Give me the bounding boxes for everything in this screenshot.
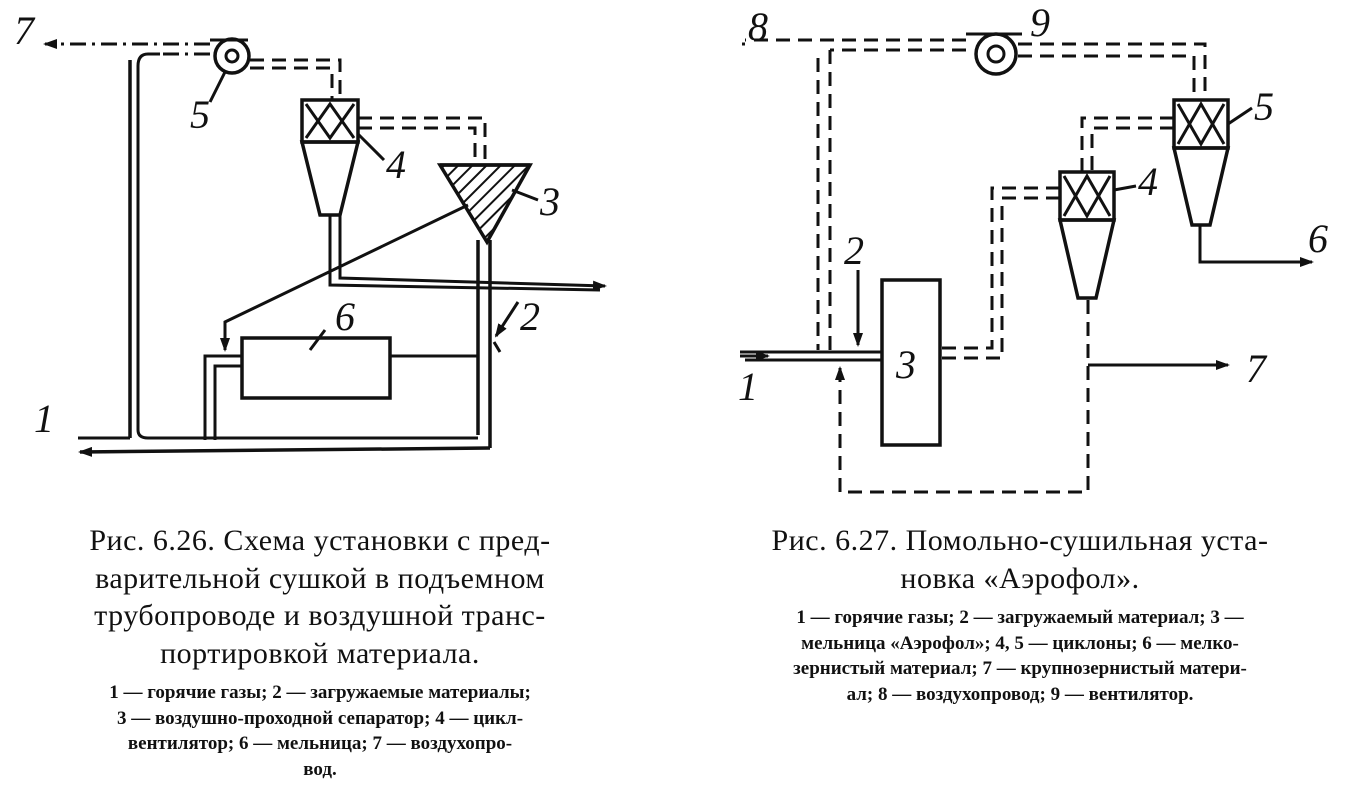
cyclone-5-icon — [1171, 98, 1314, 267]
caption-line: Рис. 6.27. Помольно-сушильная уста- — [771, 524, 1269, 557]
caption-line: портировкой материала. — [160, 636, 480, 670]
diagrams-canvas: 7 5 4 3 6 2 1 — [14, 0, 1328, 494]
legend-line: вод. — [303, 758, 337, 780]
label-8-right: 8 — [748, 4, 768, 49]
legend-6-26: 1 — горячие газы; 2 — загружаемые матери… — [30, 680, 610, 783]
legend-line: вентилятор; 6 — мельница; 7 — воздухопро… — [127, 733, 513, 755]
label-5-left: 5 — [190, 92, 210, 137]
legend-line: 3 — воздушно-проходной сепаратор; 4 — ци… — [116, 707, 524, 729]
caption-title-6-27: Рис. 6.27. Помольно-сушильная уста- новк… — [700, 522, 1340, 597]
legend-line: зернистый материал; 7 — крупнозернистый … — [793, 658, 1247, 680]
fan-5-icon — [210, 37, 251, 75]
label-9-right: 9 — [1030, 0, 1050, 45]
label-4-right: 4 — [1138, 159, 1158, 204]
label-2-right: 2 — [844, 228, 864, 273]
caption-figure-6-27: Рис. 6.27. Помольно-сушильная уста- новк… — [700, 522, 1340, 708]
legend-line: 1 — горячие газы; 2 — загружаемый матери… — [796, 607, 1244, 628]
legend-line: 1 — горячие газы; 2 — загружаемые матери… — [109, 682, 531, 703]
figure-6-26: 7 5 4 3 6 2 1 — [14, 8, 607, 457]
label-4-left: 4 — [386, 142, 406, 187]
label-3-right: 3 — [895, 342, 916, 387]
caption-figure-6-26: Рис. 6.26. Схема установки с пред- варит… — [30, 522, 610, 783]
label-5-right: 5 — [1254, 84, 1274, 129]
figure-6-27: 8 9 5 4 6 2 3 1 7 — [738, 0, 1328, 494]
caption-line: варительной сушкой в подъемном — [95, 561, 545, 595]
label-7-left: 7 — [14, 8, 36, 53]
label-1-right: 1 — [738, 364, 758, 409]
caption-line: новка «Аэрофол». — [900, 561, 1140, 595]
label-7-right: 7 — [1246, 346, 1268, 391]
caption-line: трубопроводе и воздушной транс- — [94, 599, 546, 632]
label-1-left: 1 — [34, 396, 54, 441]
cyclone-4-icon — [299, 98, 361, 232]
separator-3-icon — [436, 163, 533, 246]
caption-line: Рис. 6.26. Схема установки с пред- — [89, 524, 551, 557]
legend-line: ал; 8 — воздухопровод; 9 — вентилятор. — [846, 683, 1194, 705]
legend-6-27: 1 — горячие газы; 2 — загружаемый матери… — [700, 605, 1340, 708]
mill-6-box — [240, 336, 392, 400]
label-2-left: 2 — [520, 294, 540, 339]
fan-9-icon — [966, 32, 1022, 76]
label-6-right: 6 — [1308, 216, 1328, 261]
mill-3-box — [880, 278, 942, 447]
legend-line: мельница «Аэрофол»; 4, 5 — циклоны; 6 — … — [801, 632, 1239, 654]
label-3-left: 3 — [539, 179, 560, 224]
label-6-left: 6 — [335, 294, 355, 339]
cyclone-4-right-icon — [1057, 170, 1117, 300]
caption-title-6-26: Рис. 6.26. Схема установки с пред- варит… — [30, 522, 610, 672]
